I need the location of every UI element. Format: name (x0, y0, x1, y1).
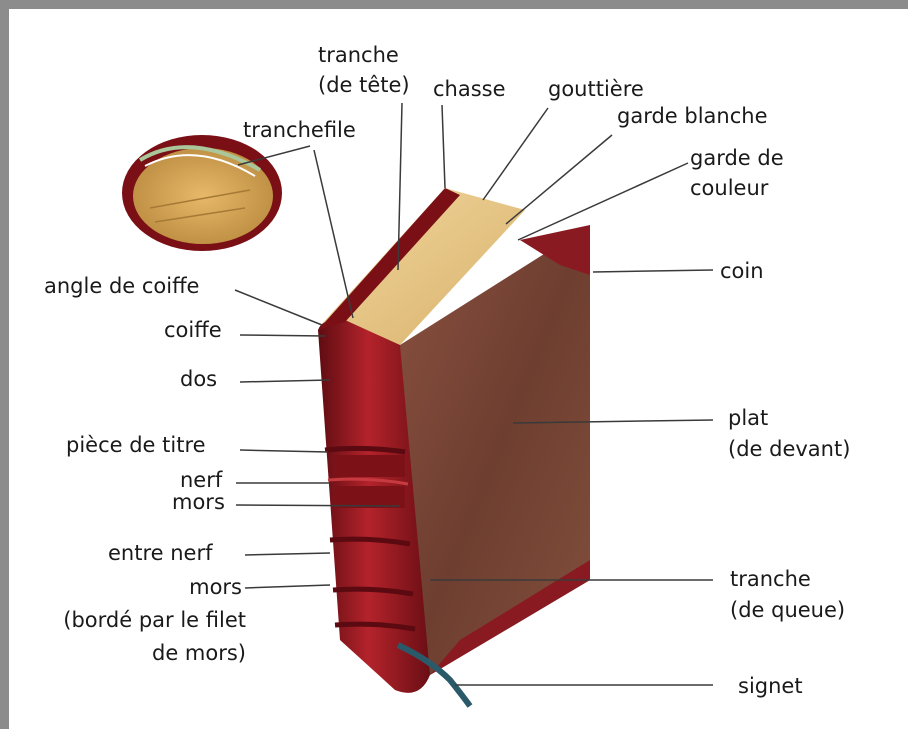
label-plat-line1: plat (728, 405, 768, 432)
label-gouttiere: gouttière (548, 76, 644, 103)
label-mors-2-line2: (bordé par le filet (63, 607, 246, 634)
label-mors-2-line1: mors (189, 574, 242, 601)
label-chasse: chasse (433, 76, 506, 103)
title-piece-2 (335, 486, 405, 508)
label-garde-couleur-line2: couleur (690, 175, 768, 202)
label-signet: signet (738, 673, 803, 700)
frame-left-border (0, 0, 9, 729)
label-mors-1: mors (172, 489, 225, 516)
title-piece (335, 455, 405, 477)
label-tranche-queue-line1: tranche (730, 566, 811, 593)
label-mors-2-line3: de mors) (152, 640, 246, 667)
label-coiffe: coiffe (164, 317, 222, 344)
label-tranche-tete-line2: (de tête) (318, 72, 410, 99)
label-tranche-tete-line1: tranche (318, 42, 399, 69)
label-coin: coin (720, 258, 764, 285)
label-tranchefile: tranchefile (243, 117, 356, 144)
label-tranche-queue-line2: (de queue) (730, 597, 845, 624)
tranchefile-inset (122, 135, 282, 251)
label-angle-de-coiffe: angle de coiffe (44, 273, 199, 300)
label-garde-couleur-line1: garde de (690, 145, 784, 172)
label-dos: dos (180, 366, 217, 393)
label-plat-line2: (de devant) (728, 436, 850, 463)
label-entre-nerf: entre nerf (108, 540, 213, 567)
frame-top-border (0, 0, 908, 9)
label-garde-blanche: garde blanche (617, 103, 768, 130)
label-piece-de-titre: pièce de titre (66, 432, 206, 459)
